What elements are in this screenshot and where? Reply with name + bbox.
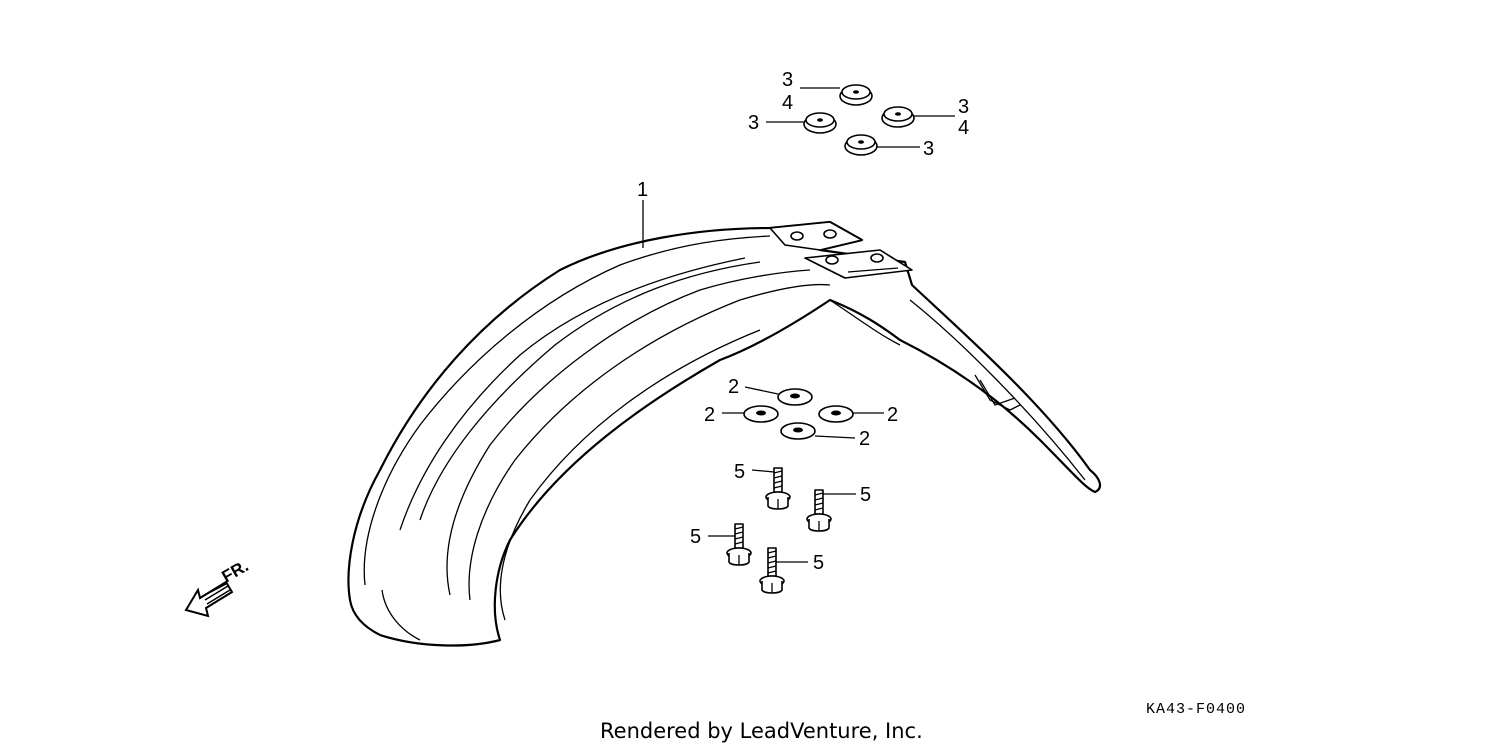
callout-grommet: 3 bbox=[748, 112, 759, 134]
front-direction-label: FR. bbox=[219, 556, 252, 586]
washer bbox=[777, 388, 813, 406]
flange-bolt bbox=[765, 467, 791, 510]
callout-grommet: 3 bbox=[923, 138, 934, 160]
washer-set bbox=[722, 386, 884, 440]
callout-washer: 2 bbox=[859, 428, 870, 450]
grommet bbox=[839, 84, 873, 106]
grommet-set bbox=[766, 84, 955, 156]
front-direction-indicator: FR. bbox=[184, 556, 252, 618]
fender-outline bbox=[347, 220, 1102, 647]
front-fender bbox=[347, 220, 1102, 647]
diagram-code: KA43-F0400 bbox=[1146, 701, 1246, 718]
washer bbox=[818, 405, 854, 423]
flange-bolt bbox=[726, 523, 752, 566]
callout-grommet: 3 bbox=[958, 96, 969, 118]
callout-grommet: 3 bbox=[782, 69, 793, 91]
bolt-set bbox=[708, 467, 856, 594]
grommet bbox=[881, 106, 915, 128]
callout-fender: 1 bbox=[637, 179, 648, 201]
callout-bolt: 5 bbox=[860, 484, 871, 506]
grommet bbox=[803, 112, 837, 134]
callout-grommet-seal: 4 bbox=[782, 92, 793, 114]
washer bbox=[780, 422, 816, 440]
callout-bolt: 5 bbox=[813, 552, 824, 574]
grommet bbox=[844, 134, 878, 156]
callout-washer: 2 bbox=[728, 376, 739, 398]
callout-bolt: 5 bbox=[734, 461, 745, 483]
callout-washer: 2 bbox=[887, 404, 898, 426]
washer bbox=[743, 405, 779, 423]
callout-bolt: 5 bbox=[690, 526, 701, 548]
callout-grommet-seal: 4 bbox=[958, 117, 969, 139]
upper-mount-plate bbox=[769, 221, 863, 251]
credit-line: Rendered by LeadVenture, Inc. bbox=[600, 719, 923, 743]
callout-washer: 2 bbox=[704, 404, 715, 426]
flange-bolt bbox=[806, 489, 832, 532]
flange-bolt bbox=[759, 547, 785, 594]
lower-mount-plate bbox=[804, 249, 913, 279]
